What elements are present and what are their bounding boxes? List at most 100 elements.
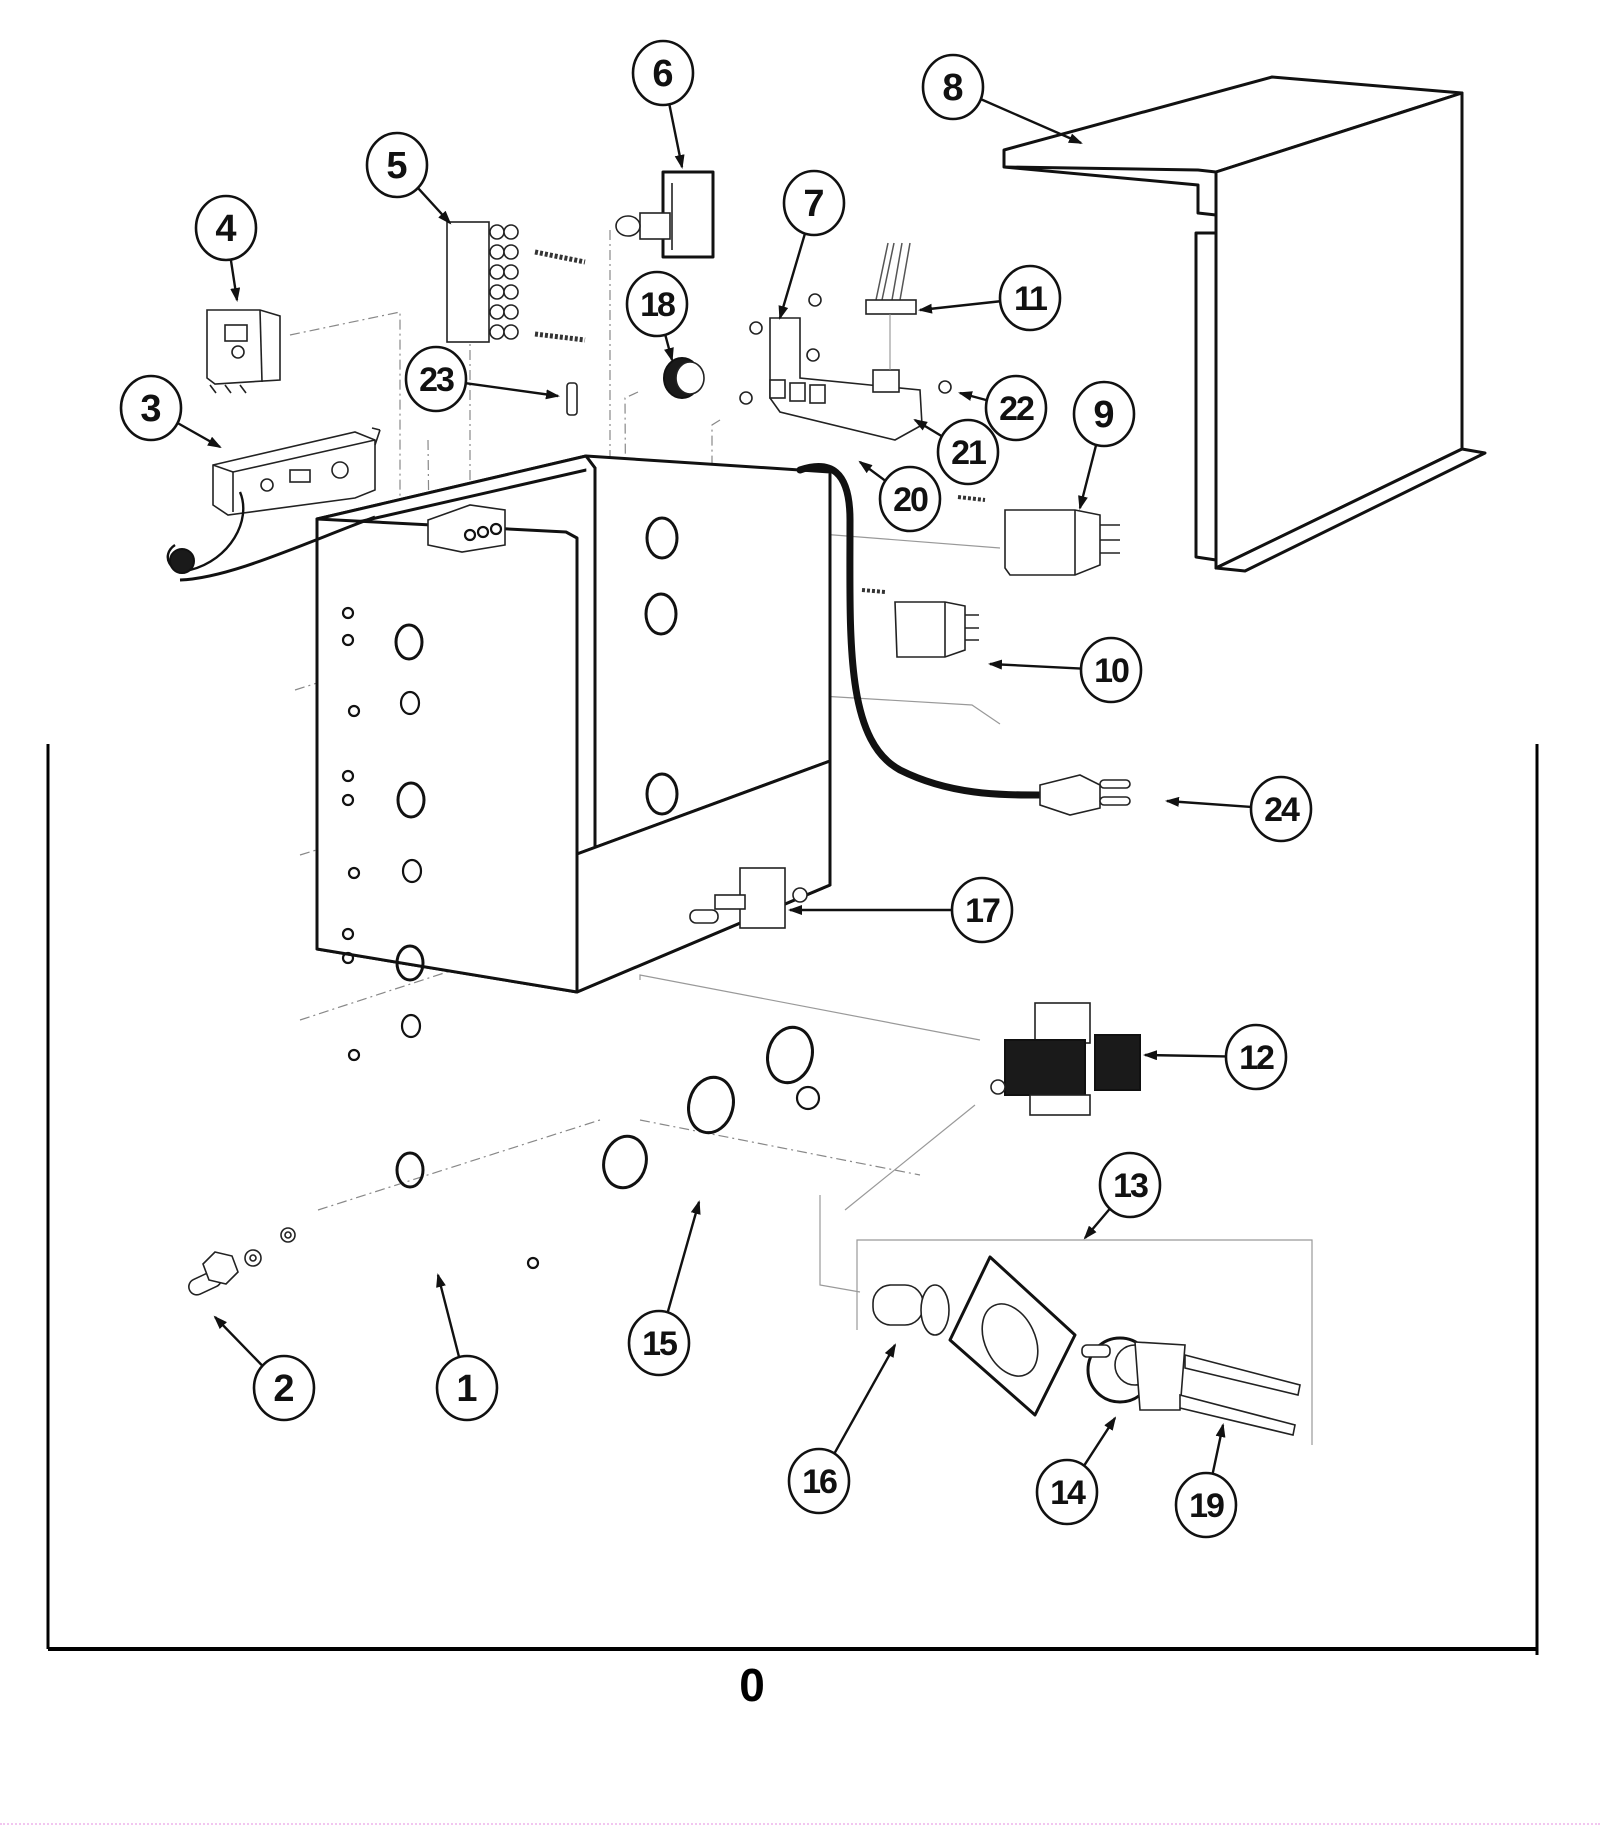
callout-9: 9	[1072, 380, 1136, 448]
page-number-label: 0	[739, 1659, 765, 1711]
callout-circle	[627, 1309, 691, 1377]
callout-number: 4	[215, 208, 236, 250]
control-board	[739, 293, 952, 441]
base-panel	[575, 759, 832, 1190]
callout-leader-7	[778, 231, 807, 320]
power-cord-plug	[796, 463, 1131, 816]
callout-2: 2	[252, 1354, 316, 1422]
callout-number: 18	[640, 286, 675, 324]
callout-circle	[194, 194, 258, 262]
push-switch	[615, 170, 715, 259]
callout-number: 12	[1239, 1039, 1274, 1077]
callout-number: 13	[1113, 1167, 1148, 1205]
callout-leader-22	[958, 391, 988, 402]
callout-circle	[252, 1354, 316, 1422]
callout-12: 12	[1224, 1023, 1288, 1091]
callout-circle	[1224, 1023, 1288, 1091]
tubing	[1179, 1353, 1301, 1436]
callout-circle	[984, 374, 1048, 442]
callout-number: 5	[386, 145, 407, 187]
callout-circle	[119, 374, 183, 442]
wire-harness-connector	[865, 242, 917, 370]
grommet-bushing	[663, 357, 705, 399]
front-panel-holes	[341, 606, 540, 1270]
callout-leader-15	[666, 1200, 701, 1315]
callout-leader-12	[1143, 1050, 1227, 1061]
callout-number: 15	[642, 1325, 677, 1363]
callout-number: 2	[273, 1368, 294, 1410]
callout-leader-11	[918, 300, 1001, 314]
callout-circle	[998, 264, 1062, 332]
callout-17: 17	[950, 876, 1014, 944]
callout-number: 3	[140, 388, 161, 430]
callout-19: 19	[1174, 1471, 1238, 1539]
relay-module	[206, 309, 281, 394]
callout-11: 11	[998, 264, 1062, 332]
callout-10: 10	[1079, 636, 1143, 704]
callout-leader-9	[1078, 442, 1098, 510]
callout-number: 21	[951, 434, 986, 472]
callout-leader-20	[858, 460, 887, 483]
callout-6: 6	[631, 39, 695, 107]
callout-leader-6	[667, 102, 685, 169]
callout-leader-1	[436, 1273, 461, 1360]
callout-circle	[1098, 1151, 1162, 1219]
callout-leader-5	[416, 186, 452, 225]
callout-number: 8	[942, 67, 963, 109]
callout-leader-2	[213, 1315, 264, 1368]
callout-circle	[365, 131, 429, 199]
callout-20: 20	[878, 465, 942, 533]
callout-16: 16	[787, 1447, 851, 1515]
callout-number: 1	[456, 1368, 477, 1410]
callout-number: 22	[999, 390, 1034, 428]
callout-leader-8	[980, 97, 1083, 145]
callout-circle	[1072, 380, 1136, 448]
callout-leader-10	[988, 659, 1082, 670]
callout-circle	[878, 465, 942, 533]
cover-cabinet	[1002, 75, 1487, 573]
callout-number: 6	[652, 53, 673, 95]
callout-23: 23	[404, 345, 468, 413]
terminal-block	[446, 221, 586, 343]
callout-leaders	[176, 97, 1252, 1476]
callout-leader-19	[1211, 1423, 1226, 1476]
callout-leader-21	[913, 418, 943, 438]
callout-number: 7	[803, 183, 824, 225]
indicator-lamp-socket	[872, 1255, 1077, 1417]
callout-number: 9	[1093, 394, 1114, 436]
diagram-frame	[46, 744, 1539, 1655]
callout-circle	[787, 1447, 851, 1515]
callout-13: 13	[1098, 1151, 1162, 1219]
callout-circle	[631, 39, 695, 107]
callout-leader-13	[1083, 1207, 1112, 1240]
callout-number: 11	[1014, 280, 1047, 318]
callout-14: 14	[1035, 1458, 1099, 1526]
bottom-dotted-rule	[0, 1823, 1600, 1825]
callout-4: 4	[194, 194, 258, 262]
callout-22: 22	[984, 374, 1048, 442]
small-relay	[861, 588, 979, 658]
ignition-assembly-group	[856, 1239, 1313, 1445]
enclosure-back-edge	[584, 455, 597, 852]
transformer	[990, 1002, 1141, 1116]
callout-circle	[782, 169, 846, 237]
callout-leader-23	[465, 381, 560, 400]
toggle-knob-with-nut-and-washer	[188, 1227, 296, 1296]
callout-number: 23	[419, 361, 454, 399]
callout-number: 16	[802, 1463, 837, 1501]
callout-8: 8	[921, 53, 985, 121]
callout-21: 21	[936, 418, 1000, 486]
pressure-switch	[1081, 1336, 1186, 1411]
callout-circle	[1079, 636, 1143, 704]
callout-18: 18	[625, 270, 689, 338]
callout-number: 20	[893, 481, 928, 519]
callout-24: 24	[1249, 775, 1313, 843]
callout-circle	[1174, 1471, 1238, 1539]
callout-circle	[936, 418, 1000, 486]
toggle-switch	[689, 867, 808, 929]
callout-circle	[435, 1354, 499, 1422]
callout-number: 10	[1094, 652, 1129, 690]
enclosure-front-panel	[315, 517, 579, 994]
callout-1: 1	[435, 1354, 499, 1422]
